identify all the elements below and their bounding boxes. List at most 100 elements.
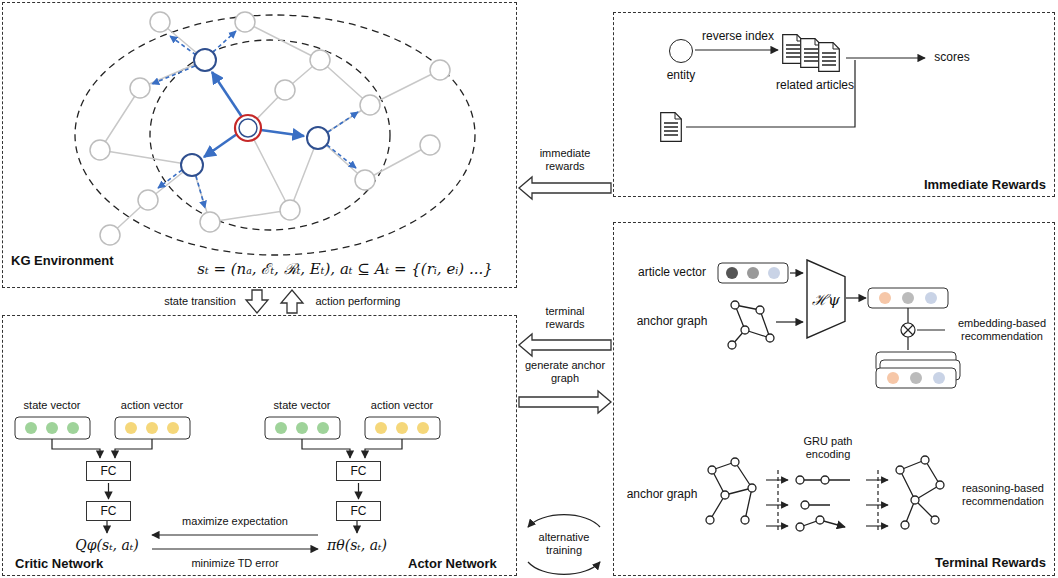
illustration-stroke [846, 297, 866, 298]
illustration-stroke [239, 119, 257, 137]
illustration-stroke [800, 480, 850, 527]
illustration-stroke [204, 134, 237, 157]
text-label: state vector [24, 399, 81, 412]
illustration-stroke [887, 372, 899, 384]
illustration-stroke [900, 460, 940, 525]
illustration-stroke [375, 422, 387, 434]
illustration-stroke [801, 501, 809, 509]
illustration-stroke [686, 60, 855, 127]
text-label: article vector [638, 266, 706, 280]
illustration-stroke [25, 422, 37, 434]
illustration-stroke [417, 422, 429, 434]
text-label: reasoning-based recommendation [953, 482, 1053, 507]
illustration-stroke [200, 212, 220, 232]
fc-layer-box: FC [336, 501, 381, 521]
edge-label: immediate rewards [523, 147, 607, 172]
illustration-stroke [275, 80, 295, 100]
illustration-stroke [776, 321, 803, 322]
illustration-stroke [866, 479, 888, 480]
illustration-stroke [819, 43, 840, 72]
block-arrow [519, 334, 611, 356]
illustration-stroke [261, 130, 304, 136]
illustration-stroke [115, 439, 152, 458]
illustration-stroke [52, 439, 600, 574]
fc-layer-box: FC [86, 501, 131, 521]
block-arrow [519, 177, 611, 199]
reasoning-art [706, 456, 944, 532]
text-label: reverse index [702, 30, 774, 44]
illustration-stroke [167, 422, 179, 434]
illustration-stroke [528, 562, 600, 574]
flow-arrow [358, 483, 359, 499]
illustration-stroke [125, 422, 137, 434]
illustration-stroke [896, 466, 904, 474]
text-label: scores [934, 51, 969, 65]
panel-title: Immediate Rewards [924, 177, 1046, 192]
text-label: action vector [371, 399, 433, 412]
illustration-stroke [796, 476, 829, 531]
illustration-stroke [138, 190, 158, 210]
illustration-stroke [816, 516, 824, 524]
node-label: FC [351, 464, 367, 478]
illustration-stroke [766, 479, 788, 480]
illustration-stroke [15, 417, 90, 439]
illustration-stroke [866, 525, 888, 526]
illustration-stroke [708, 466, 716, 474]
text-label: anchor graph [627, 488, 698, 502]
illustration-stroke [67, 422, 79, 434]
illustration-stroke [896, 456, 944, 529]
illustration-stroke [204, 72, 304, 157]
text-label: embedding-based recommendation [952, 317, 1052, 342]
edge-label: generate anchor graph [518, 359, 612, 384]
illustration-stroke [213, 31, 236, 52]
illustration-stroke [181, 154, 203, 176]
illustration-stroke [766, 525, 788, 526]
text-label: maximize expectation [182, 515, 288, 528]
node-label: entity [667, 68, 696, 82]
edge-label: terminal rewards [523, 305, 607, 330]
illustration-stroke [194, 49, 216, 71]
encoder-trapezoid: ℋψ [806, 259, 846, 339]
illustration-stroke [196, 176, 205, 208]
entity-circle: entity [669, 39, 693, 63]
illustration-stroke [731, 458, 739, 466]
illustration-stroke [75, 15, 475, 255]
illustration-stroke [356, 521, 357, 533]
illustration-stroke [396, 422, 408, 434]
panel-title: Actor Network [408, 556, 497, 571]
illustration-stroke [910, 372, 922, 384]
illustration-stroke [796, 476, 804, 484]
text-label: GRU path encoding [788, 435, 868, 460]
text-label: related articles [776, 79, 854, 93]
illustration-stroke [741, 516, 749, 524]
panel-title: Critic Network [15, 556, 103, 571]
illustration-stroke [235, 12, 255, 32]
illustration-stroke [90, 12, 450, 245]
kg-graph [75, 12, 475, 255]
illustration-stroke [150, 12, 170, 32]
illustration-stroke [695, 49, 778, 50]
illustration-stroke [46, 422, 58, 434]
illustration-stroke [868, 288, 948, 308]
fc-layer-box: FC [336, 461, 381, 481]
text-label: alternative training [529, 531, 599, 556]
illustration-stroke [821, 476, 829, 484]
illustration-stroke [100, 225, 120, 245]
illustration-stroke [768, 267, 780, 279]
illustration-stroke [741, 326, 749, 334]
node-label: FC [351, 504, 367, 518]
network-panel: Critic NetworkActor NetworkFCFCFCFC [2, 315, 517, 576]
illustration-stroke [748, 484, 756, 492]
illustration-stroke [296, 422, 308, 434]
illustration-stroke [901, 521, 909, 529]
panel-title: KG Environment [11, 253, 114, 268]
illustration-stroke [766, 334, 774, 342]
illustration-stroke [152, 31, 358, 208]
illustration-stroke [115, 417, 190, 439]
illustration-stroke [106, 521, 107, 533]
illustration-stroke [706, 458, 756, 524]
node-label: FC [101, 504, 117, 518]
illustration-stroke [902, 292, 914, 304]
math-label: πθ(sₜ, aₜ) [327, 537, 387, 553]
